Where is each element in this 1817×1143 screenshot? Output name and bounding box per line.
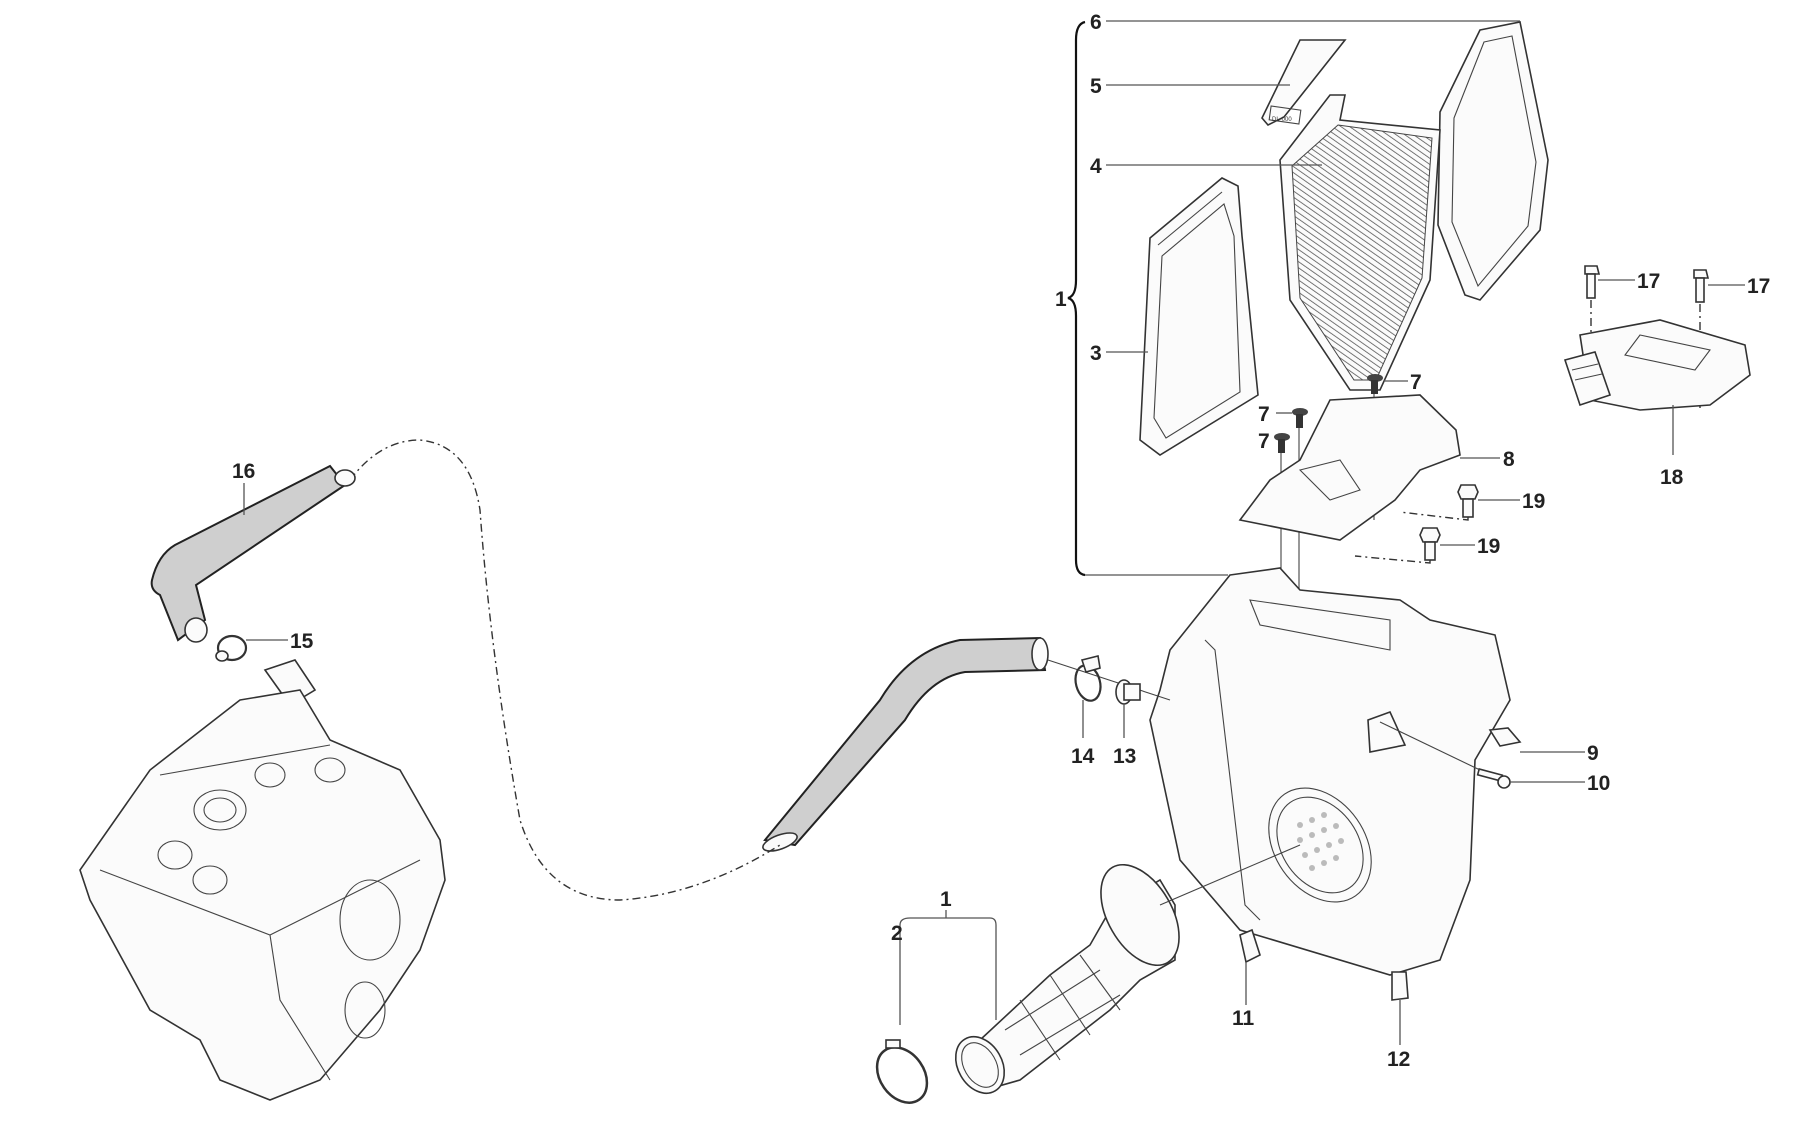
axis-hose-clamp (1047, 659, 1171, 701)
part-5-tab: DL-000 (1261, 39, 1347, 126)
part-2-clamp (875, 1039, 929, 1104)
callout-7-b: 7 (1258, 403, 1270, 426)
filter-tag-text: DL-000 (1272, 117, 1292, 123)
part-breather-hose-main (762, 636, 1049, 852)
part-14-clamp (1074, 655, 1102, 702)
bolt-17-a (1584, 265, 1601, 345)
part-11-mount (1239, 928, 1261, 964)
callout-3: 3 (1090, 342, 1102, 365)
part-3-frame (1139, 177, 1259, 456)
part-intake-duct (954, 844, 1301, 1095)
part-6-gasket (1437, 21, 1549, 301)
hose-routing-line (349, 439, 781, 901)
callout-16: 16 (232, 460, 255, 483)
callout-18: 18 (1660, 466, 1684, 489)
part-18-ecu (1563, 319, 1751, 411)
callout-19-a: 19 (1522, 490, 1545, 513)
callout-2: 2 (891, 922, 903, 945)
callout-7-a: 7 (1410, 371, 1422, 394)
part-10-screw (1379, 721, 1511, 789)
callout-5: 5 (1090, 75, 1102, 98)
part-4-filter-element (1279, 94, 1441, 391)
callout-1-bottom: 1 (940, 888, 952, 911)
part-engine-head (79, 659, 446, 1101)
part-16-hose (150, 464, 356, 643)
part-8-bracket (1238, 394, 1461, 541)
callout-7-c: 7 (1258, 430, 1270, 453)
callout-12: 12 (1387, 1048, 1410, 1071)
callout-8: 8 (1503, 448, 1515, 471)
callout-15: 15 (290, 630, 314, 653)
bracket-1-bottom (899, 917, 997, 1025)
part-12-drain (1391, 971, 1409, 1001)
assembly-brace-1 (1067, 20, 1086, 577)
part-15-clamp (215, 634, 248, 662)
callout-9: 9 (1587, 742, 1599, 765)
callout-17-b: 17 (1747, 275, 1770, 298)
callout-17-a: 17 (1637, 270, 1660, 293)
callout-4: 4 (1090, 155, 1102, 178)
part-airbox-body (1149, 567, 1511, 976)
callout-1-top: 1 (1055, 288, 1067, 311)
bolt-17-b (1693, 269, 1710, 410)
callout-6: 6 (1090, 11, 1102, 34)
bolt-19-a (1399, 484, 1479, 521)
callout-10: 10 (1587, 772, 1610, 795)
callout-14: 14 (1071, 745, 1095, 768)
part-9-clip (1488, 727, 1522, 747)
bolt-19-b (1354, 527, 1441, 564)
callout-13: 13 (1113, 745, 1136, 768)
callout-11: 11 (1232, 1007, 1255, 1030)
callout-19-b: 19 (1477, 535, 1500, 558)
part-13-fitting (1115, 679, 1141, 705)
